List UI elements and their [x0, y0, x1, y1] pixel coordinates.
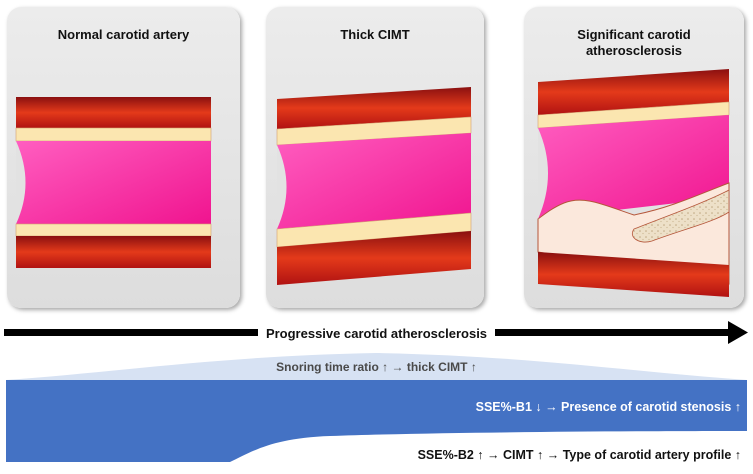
panel-normal-artery: Normal carotid artery [7, 7, 240, 308]
outer-wall-top [277, 87, 471, 129]
association-bands [6, 353, 747, 462]
sse-b1-text: SSE%-B1 ↓ → Presence of carotid stenosis… [475, 400, 741, 414]
outer-wall-bottom [16, 236, 211, 268]
lumen [16, 141, 211, 224]
lumen [538, 115, 729, 219]
thick-cimt-illustration [276, 87, 472, 285]
intima-top [15, 127, 212, 142]
panel-title-normal: Normal carotid artery [57, 27, 190, 42]
arrow-head [728, 321, 748, 344]
progression-label: Progressive carotid atherosclerosis [257, 326, 496, 341]
panel-significant-atherosclerosis: Significant carotid atherosclerosis [524, 7, 744, 308]
lumen-cut-edge [538, 128, 548, 219]
lumen [277, 133, 471, 229]
intima-bottom [15, 223, 212, 237]
plaque-core [632, 189, 730, 243]
lumen-cut-edge [16, 141, 26, 224]
outer-wall-top [538, 69, 729, 115]
outer-wall-bottom [538, 252, 729, 297]
panel-thick-cimt: Thick CIMT [266, 7, 484, 308]
atherosclerosis-illustration [537, 69, 730, 297]
sse-b1-band [6, 380, 747, 462]
snoring-band [6, 353, 747, 380]
progression-label-wrap: Progressive carotid atherosclerosis [0, 326, 753, 341]
sse-b2-text: SSE%-B2 ↑ → CIMT ↑ → Type of carotid art… [417, 448, 741, 462]
snoring-ratio-text: Snoring time ratio ↑ → thick CIMT ↑ [276, 360, 477, 374]
normal-artery-illustration [15, 97, 212, 268]
panel-title-thick-cimt: Thick CIMT [340, 27, 410, 42]
panel-title-significant: Significant carotid atherosclerosis [577, 27, 691, 58]
outer-wall-top [16, 97, 211, 128]
lumen-cut-edge [277, 145, 287, 229]
outer-wall-bottom [277, 231, 471, 285]
